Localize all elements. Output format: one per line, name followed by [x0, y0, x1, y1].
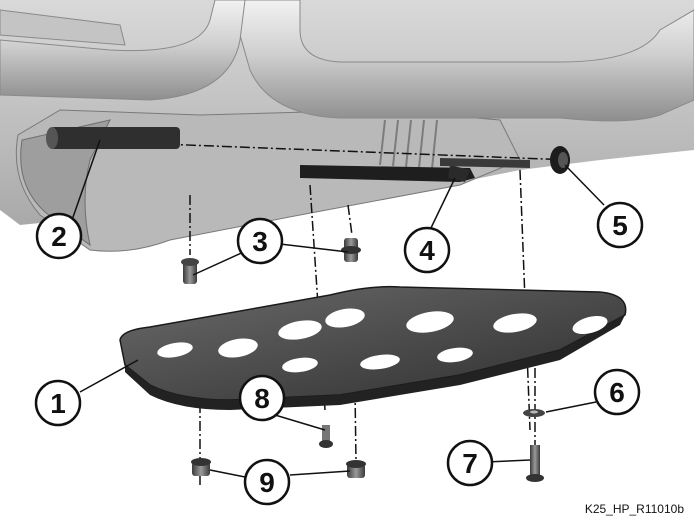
exhaust-pipe-left — [0, 0, 246, 101]
cooling-fins — [379, 119, 438, 170]
callout-4-label: 4 — [419, 235, 435, 266]
exhaust-pipe-upper — [229, 0, 694, 122]
callout-5-label: 5 — [612, 210, 628, 241]
screw-left — [319, 425, 333, 448]
callout-5: 5 — [596, 201, 644, 249]
callout-6: 6 — [593, 368, 641, 416]
rubber-bushing-left — [191, 458, 211, 476]
callout-7-label: 7 — [462, 448, 478, 479]
leader-lines — [71, 139, 605, 478]
callout-2: 2 — [35, 212, 83, 260]
callout-8: 8 — [238, 374, 286, 422]
rubber-mount-left — [181, 258, 199, 284]
grommet — [550, 146, 570, 174]
callout-3-label: 3 — [252, 226, 268, 257]
callout-9: 9 — [243, 458, 291, 506]
mounting-tube — [46, 127, 180, 149]
bracket — [300, 158, 530, 182]
rubber-bushing-right — [346, 460, 366, 478]
callout-6-label: 6 — [609, 377, 625, 408]
callout-1: 1 — [34, 379, 82, 427]
washer — [523, 409, 545, 417]
screw-right — [526, 445, 544, 482]
callout-2-label: 2 — [51, 221, 67, 252]
frame-tube — [0, 9, 126, 46]
callout-1-label: 1 — [50, 388, 66, 419]
rubber-mount-right — [341, 238, 361, 262]
callout-8-label: 8 — [254, 383, 270, 414]
callout-9-label: 9 — [259, 467, 275, 498]
callout-3: 3 — [236, 217, 284, 265]
skid-plate — [119, 285, 627, 410]
skid-plate-holes — [157, 308, 608, 373]
sump-cover — [20, 119, 111, 247]
figure-id: K25_HP_R11010b — [584, 502, 684, 516]
callout-7: 7 — [446, 439, 494, 487]
callout-4: 4 — [403, 226, 451, 274]
